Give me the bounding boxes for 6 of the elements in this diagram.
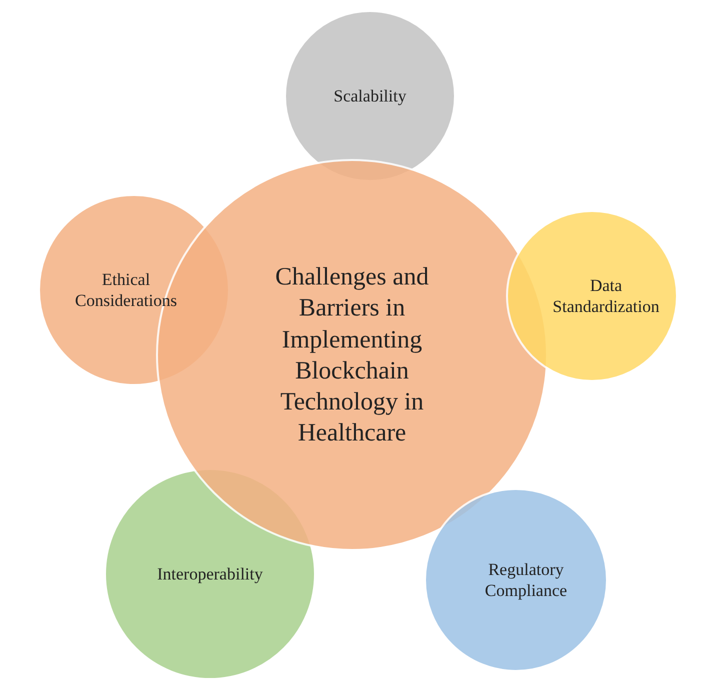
topic-label: Scalability [332,85,408,107]
topic-label: Regulatory Compliance [484,558,568,602]
center-label: Challenges and Barriers in Implementing Blockchain Technology in Healthcare [274,262,430,448]
topic-label: Ethical Considerations [74,268,178,312]
topic-label: Data Standardization [552,274,660,318]
topic-label: Interoperability [156,563,264,585]
